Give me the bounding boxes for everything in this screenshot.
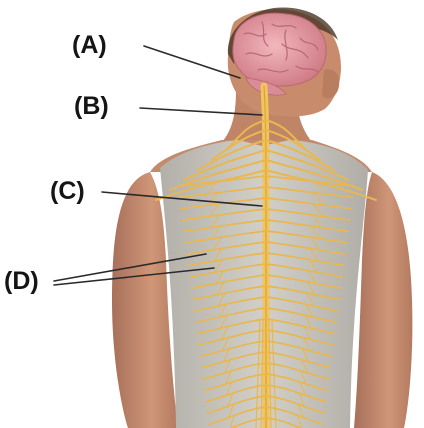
label-a: (A)	[72, 31, 107, 59]
ear	[322, 69, 339, 98]
leader-line-a	[144, 46, 240, 78]
label-b: (B)	[74, 92, 109, 120]
label-c: (C)	[50, 177, 85, 205]
label-d: (D)	[4, 267, 39, 295]
